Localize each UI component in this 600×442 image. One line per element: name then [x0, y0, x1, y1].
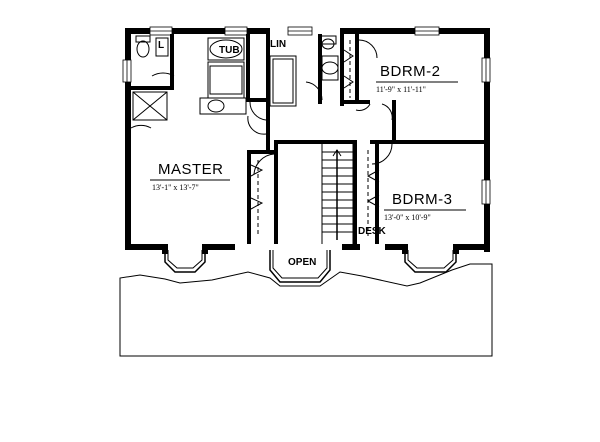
bath-fixtures — [132, 35, 339, 121]
bdrm3-closet-wall — [375, 144, 379, 244]
bdrm2-name: BDRM-2 — [380, 63, 441, 80]
bay-windows — [162, 244, 459, 283]
desk-label: DESK — [358, 226, 387, 237]
bdrm3-name: BDRM-3 — [392, 191, 453, 208]
master-dims: 13'-1" x 13'-7" — [152, 183, 199, 192]
bdrm2-dims: 11'-9" x 11'-11" — [376, 85, 426, 94]
closet-bifolds — [250, 40, 380, 236]
tub-label: TUB — [219, 45, 240, 56]
roof-outline — [119, 263, 493, 357]
top-windows — [122, 26, 491, 205]
room-labels: TUB LIN L MASTER 13'-1" x 13'-7" BDRM-2 … — [150, 39, 466, 268]
laundry-label: L — [158, 40, 164, 51]
stair-walls — [247, 140, 357, 244]
bdrm3-dims: 13'-0" x 10'-9" — [384, 213, 431, 222]
linen-label: LIN — [270, 39, 286, 50]
open-label: OPEN — [288, 257, 316, 268]
door-swings — [130, 39, 393, 175]
master-name: MASTER — [158, 161, 224, 178]
stairs — [321, 144, 354, 244]
bath-walls — [131, 34, 270, 154]
hall-closets — [318, 34, 484, 144]
